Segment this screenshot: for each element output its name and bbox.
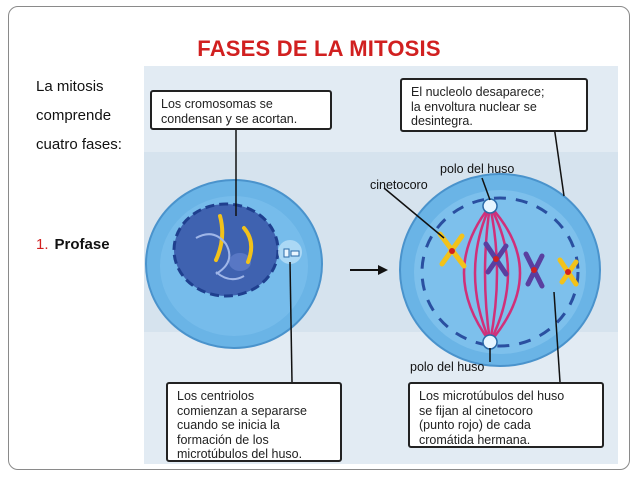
mitosis-figure: Los cromosomas se condensan y se acortan…: [144, 66, 618, 464]
chromatin: [195, 233, 231, 275]
intro-text: La mitosis comprende cuatro fases:: [36, 72, 146, 159]
kinetochore: [531, 267, 537, 273]
progress-arrow: [350, 265, 388, 275]
spindle-pole-top: [482, 198, 498, 214]
spindle-fibers: [462, 205, 522, 343]
callout-line: El nucleolo desaparece;: [411, 85, 545, 99]
centriole: [283, 248, 290, 258]
callout-line: Los cromosomas se: [161, 97, 273, 111]
nuclear-envelope-fragments: [420, 196, 580, 348]
callout-line: condensan y se acortan.: [161, 111, 298, 126]
early-prophase-cell: [145, 179, 323, 349]
callout-line: comienzan a separarse: [177, 403, 307, 418]
callout-microtubules: Los microtúbulos del huso se fijan al ci…: [408, 382, 604, 448]
callout-line: se fijan al cinetocoro: [419, 403, 533, 418]
kinetochore: [493, 256, 499, 262]
callout-nucleolus: El nucleolo desaparece; la envoltura nuc…: [400, 78, 588, 132]
callout-line: cuando se inicia la: [177, 418, 280, 432]
label-polo-top: polo del huso: [440, 162, 515, 176]
chromatin: [215, 271, 245, 281]
callout-line: cromátida hermana.: [419, 432, 531, 447]
nucleolus: [229, 253, 251, 271]
kinetochore: [565, 269, 571, 275]
centrioles: [278, 240, 302, 264]
late-prophase-cell: [399, 173, 601, 367]
pointer-lines: [235, 125, 565, 383]
callout-line: microtúbulos del huso.: [177, 447, 303, 461]
chromosome-yellow: [214, 214, 225, 262]
chromosome-yellow: [242, 226, 254, 264]
callout-line: desintegra.: [411, 114, 473, 128]
callout-centrioles: Los centriolos comienzan a separarse cua…: [166, 382, 342, 462]
intro-line: cuatro fases:: [36, 136, 122, 153]
callout-line: formación de los: [177, 432, 269, 447]
list-number: 1.: [36, 236, 49, 253]
centriole: [290, 250, 300, 257]
list-item-profase: 1. Profase: [36, 236, 110, 253]
slide-title: FASES DE LA MITOSIS: [197, 36, 441, 61]
callout-chromosomes: Los cromosomas se condensan y se acortan…: [150, 90, 332, 130]
callout-line: (punto rojo) de cada: [419, 418, 531, 432]
list-label: Profase: [54, 236, 110, 253]
callout-line: Los microtúbulos del huso: [419, 389, 565, 403]
aster: [278, 240, 302, 264]
intro-line: La mitosis: [36, 78, 104, 95]
cytoplasm-glow: [414, 190, 586, 354]
callout-line: la envoltura nuclear se: [411, 99, 537, 114]
kinetochore: [449, 248, 455, 254]
label-polo-bottom: polo del huso: [410, 360, 485, 374]
nucleus: [172, 202, 280, 298]
spindle-pole-bottom: [482, 334, 498, 350]
label-cinetocoro: cinetocoro: [370, 178, 428, 192]
callout-line: Los centriolos: [177, 389, 255, 403]
intro-line: comprende: [36, 107, 112, 124]
